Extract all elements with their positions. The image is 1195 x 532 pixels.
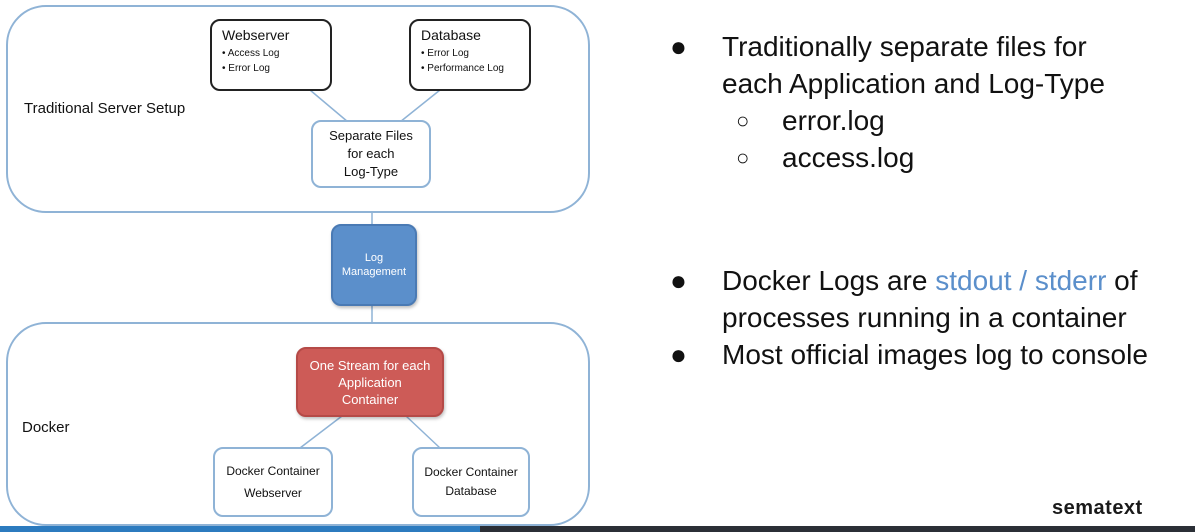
one-stream-line: Container <box>341 391 399 407</box>
docker-webserver-line: Docker Container <box>226 464 320 478</box>
docker-database-box: Docker Container Database <box>412 447 530 517</box>
docker-label: Docker <box>22 419 70 436</box>
connector-webserver-to-files <box>309 89 349 123</box>
one-stream-line: One Stream for each <box>309 357 431 373</box>
bottom-bar <box>0 526 1195 532</box>
log-management-box: Log Management <box>331 224 417 306</box>
bullet-item: ● Most official images log to console <box>670 336 1190 373</box>
bullet-dot-icon: ● <box>670 339 687 370</box>
separate-files-box: Separate Files for each Log-Type <box>311 120 431 188</box>
webserver-box: Webserver Access Log Error Log <box>210 19 332 91</box>
log-management-line: Management <box>341 266 407 278</box>
bullet-item: ● Traditionally separate files for each … <box>670 28 1190 102</box>
docker-webserver-box: Docker Container Webserver <box>213 447 333 517</box>
separate-files-line: Separate Files <box>329 128 413 143</box>
stdout-stderr-highlight: stdout / stderr <box>935 265 1107 296</box>
log-management-line: Log <box>364 252 384 264</box>
separate-files-line: Log-Type <box>343 164 399 179</box>
docker-webserver-line: Webserver <box>244 486 302 500</box>
traditional-server-label: Traditional Server Setup <box>24 100 186 117</box>
bullet-text: Docker Logs are <box>722 265 936 296</box>
one-stream-box: One Stream for each Application Containe… <box>296 347 444 417</box>
bullet-text: Traditionally separate files for <box>722 31 1087 62</box>
bottom-bar-segment <box>0 526 480 532</box>
database-log-item: Error Log <box>421 46 529 61</box>
sub-bullet-text: error.log <box>782 105 885 136</box>
connector-stream-to-docker-webserver <box>299 415 343 449</box>
sub-bullet-item: ○ error.log <box>670 102 1190 139</box>
sub-bullet-item: ○ access.log <box>670 139 1190 176</box>
bullet-list: ● Traditionally separate files for each … <box>670 28 1190 373</box>
database-log-item: Performance Log <box>421 61 529 76</box>
separate-files-line: for each <box>347 146 395 161</box>
database-title: Database <box>421 27 481 43</box>
bullet-text: of <box>1106 265 1138 296</box>
bullet-text: processes running in a container <box>722 302 1127 333</box>
docker-database-line: Database <box>445 484 497 498</box>
sub-bullet-text: access.log <box>782 142 915 173</box>
bullet-dot-icon: ● <box>670 265 687 296</box>
webserver-title: Webserver <box>222 27 290 43</box>
one-stream-line: Application <box>338 374 402 390</box>
bullet-text: each Application and Log-Type <box>722 68 1105 99</box>
hollow-circle-icon: ○ <box>736 145 750 170</box>
webserver-log-item: Error Log <box>222 61 330 76</box>
bullet-text: Most official images log to console <box>722 339 1148 370</box>
bullet-dot-icon: ● <box>670 31 687 62</box>
bullet-item: ● Docker Logs are stdout / stderr of pro… <box>670 262 1190 336</box>
docker-database-line: Docker Container <box>424 465 518 479</box>
hollow-circle-icon: ○ <box>736 108 750 133</box>
sematext-logo: sematext <box>1052 497 1143 519</box>
database-box: Database Error Log Performance Log <box>409 19 531 91</box>
webserver-log-item: Access Log <box>222 46 330 61</box>
connector-stream-to-docker-database <box>405 415 441 449</box>
connector-database-to-files <box>399 89 441 123</box>
